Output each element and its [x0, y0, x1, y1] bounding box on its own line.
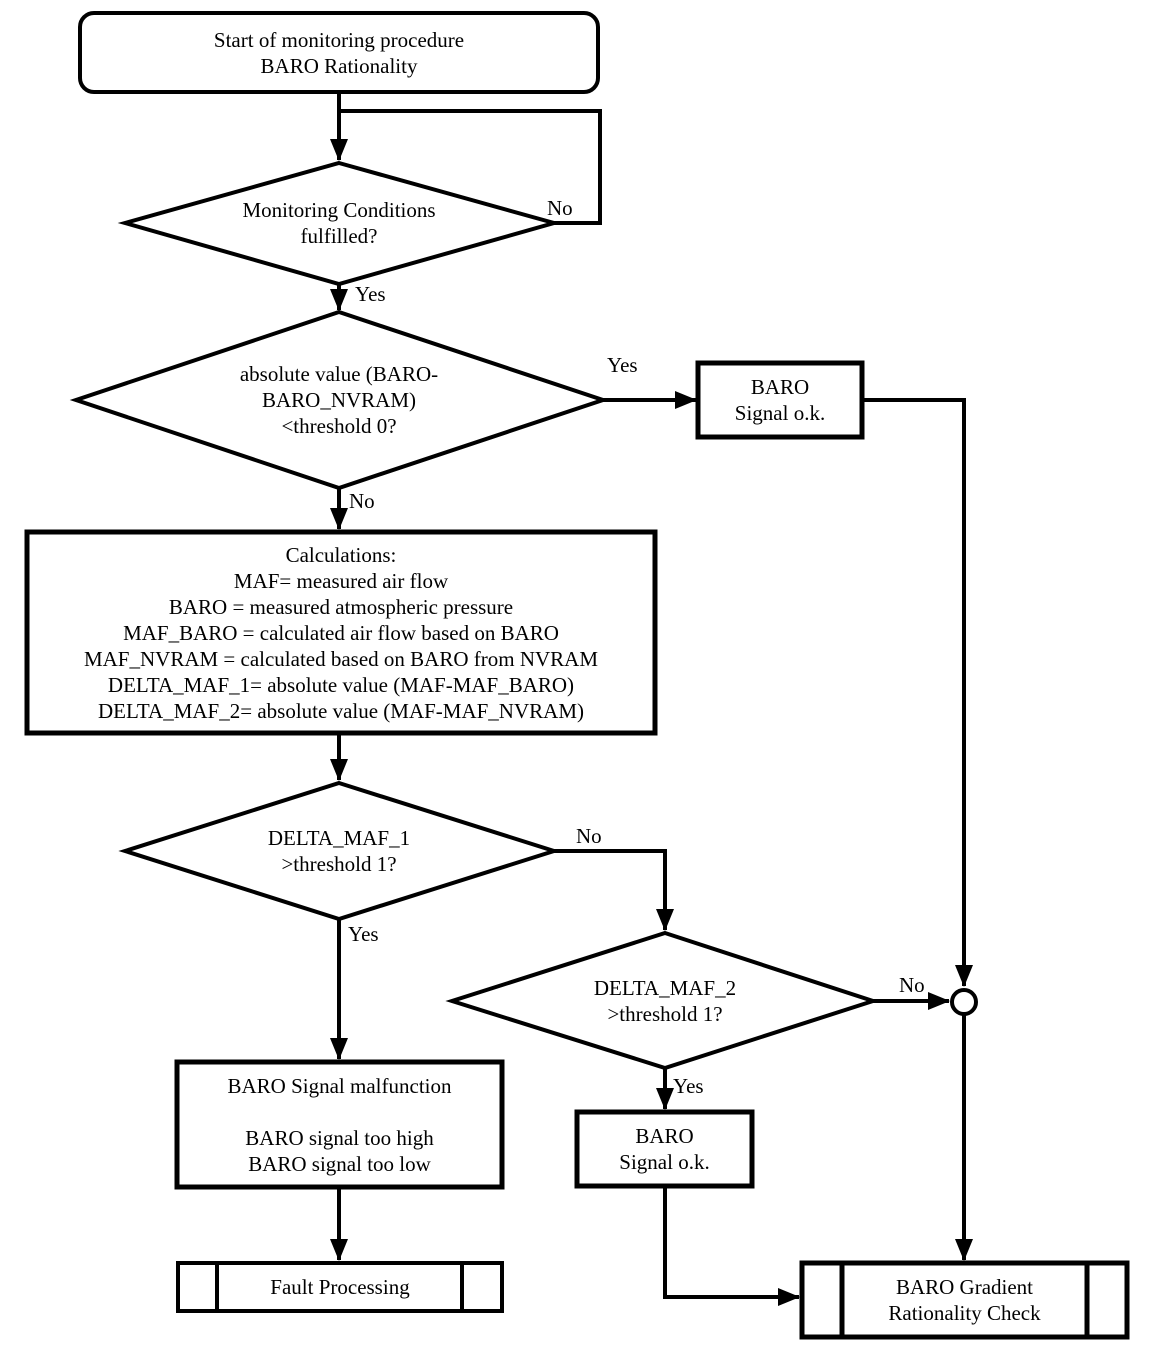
baro-ok-top-label: BARO Signal o.k. [734, 375, 826, 425]
label-threshold0-no: No [349, 489, 375, 513]
label-monitoring-yes: Yes [355, 282, 386, 306]
edge-monitoring-no-loop [339, 109, 602, 225]
gradient-check-shape [799, 1260, 1130, 1340]
monitoring-decision-label: Monitoring Conditions fulfilled? [242, 198, 436, 248]
label-delta1-yes: Yes [348, 922, 379, 946]
edge-ok-bottom-to-gradient [663, 1186, 800, 1306]
malfunction-label: BARO Signal malfunction BARO signal too … [227, 1073, 452, 1176]
delta1-decision-label: DELTA_MAF_1 >threshold 1? [267, 826, 411, 876]
threshold0-decision-shape [69, 309, 610, 491]
calculations-label: Calculations: MAF= measured air flow BAR… [83, 542, 599, 723]
delta2-decision-shape [445, 930, 880, 1071]
threshold0-decision-label: absolute value (BARO- BARO_NVRAM) <thres… [239, 362, 439, 438]
fault-processing-shape [176, 1261, 504, 1313]
start-node-label: Start of monitoring procedure BARO Ratio… [213, 27, 465, 78]
label-delta2-yes: Yes [673, 1074, 704, 1098]
start-node-shape [78, 11, 600, 94]
baro-ok-bottom-shape [574, 1109, 755, 1189]
fault-processing-label: Fault Processing [270, 1275, 410, 1299]
delta1-decision-shape [118, 780, 561, 922]
connector-circle [950, 988, 978, 1016]
baro-ok-bottom-label: BARO Signal o.k. [619, 1124, 710, 1174]
edge-delta1-no [554, 849, 674, 931]
label-threshold0-yes: Yes [607, 353, 638, 377]
gradient-check-label: BARO Gradient Rationality Check [888, 1275, 1041, 1325]
label-delta2-no: No [899, 973, 925, 997]
delta2-decision-label: DELTA_MAF_2 >threshold 1? [593, 976, 737, 1026]
calculations-shape [24, 529, 658, 736]
monitoring-decision-shape [117, 160, 562, 287]
malfunction-shape [174, 1059, 505, 1190]
label-monitoring-no: No [547, 196, 573, 220]
baro-ok-top-shape [695, 360, 865, 440]
label-delta1-no: No [576, 824, 602, 848]
edge-ok-top-to-connector [862, 398, 973, 987]
